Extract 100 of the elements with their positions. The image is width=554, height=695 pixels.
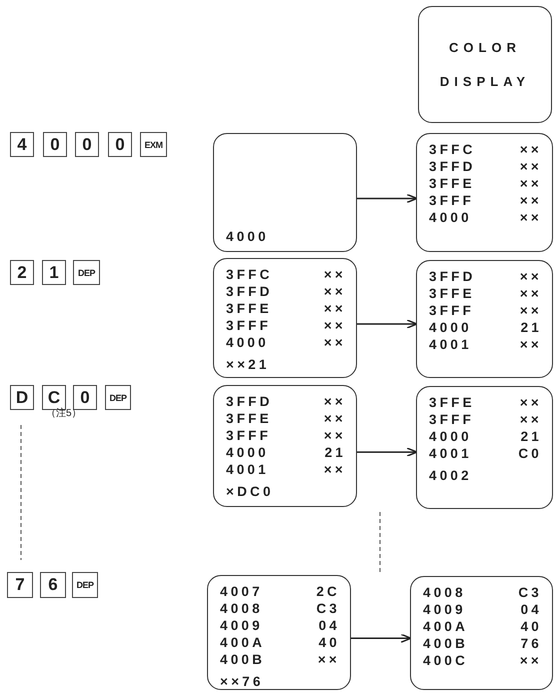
data-value-text: 04 <box>520 602 542 618</box>
address-text: 3FFF <box>429 303 476 319</box>
address-text: 400B <box>423 636 470 652</box>
input-line-text: 4000 <box>226 229 269 245</box>
data-value-text: ×× <box>324 284 346 300</box>
data-value-text: ×× <box>324 267 346 283</box>
address-text: 400A <box>423 619 470 635</box>
address-text: 3FFE <box>429 395 476 411</box>
data-value-text: C0 <box>518 446 542 462</box>
panel-title: COLOR DISPLAY <box>438 38 532 90</box>
data-value-text: ×× <box>520 269 542 285</box>
keypad-key: C <box>42 385 66 410</box>
address-text: 400B <box>220 652 266 668</box>
display-screen <box>207 575 351 690</box>
address-text: 3FFC <box>429 142 477 158</box>
address-text: 3FFF <box>429 412 476 428</box>
data-value-text: ×× <box>520 303 542 319</box>
data-value-text: 40 <box>318 635 340 651</box>
data-value-text: ×× <box>324 411 346 427</box>
keypad-key: DEP <box>72 572 98 598</box>
data-value-text: ×× <box>520 286 542 302</box>
data-value-text: C3 <box>316 601 340 617</box>
data-value-text: 2C <box>316 584 340 600</box>
keypad-key: 2 <box>10 260 34 285</box>
address-text: 3FFD <box>429 159 477 175</box>
address-text: 4001 <box>429 337 473 353</box>
data-value-text: 21 <box>520 320 542 336</box>
data-value-text: ×× <box>520 159 542 175</box>
address-text: 3FFE <box>226 301 273 317</box>
address-text: 4008 <box>220 601 264 617</box>
keypad-key: 0 <box>43 132 67 157</box>
keypad-key: 4 <box>10 132 34 157</box>
data-value-text: ×× <box>518 395 542 411</box>
data-value-text: ×× <box>324 301 346 317</box>
address-text: 400C <box>423 653 470 669</box>
input-line-text: ××76 <box>220 674 265 690</box>
address-text: 3FFF <box>226 318 272 334</box>
data-value-text: C3 <box>518 585 542 601</box>
display-screen <box>416 133 553 252</box>
address-text: 4001 <box>429 446 473 462</box>
keypad-key: 0 <box>73 385 97 410</box>
arrow <box>357 319 418 329</box>
address-text: 3FFE <box>429 286 476 302</box>
address-text: 4000 <box>429 320 473 336</box>
data-value-text: ×× <box>520 210 542 226</box>
data-value-text: ×× <box>324 394 346 410</box>
display-screen <box>410 576 553 690</box>
address-text: 3FFE <box>429 176 476 192</box>
keypad-key: EXM <box>140 132 167 157</box>
keypad-key: 0 <box>108 132 132 157</box>
keypad-key: DEP <box>73 260 100 285</box>
input-line-text: 4002 <box>429 468 473 484</box>
data-value-text: 40 <box>520 619 542 635</box>
display-screen <box>213 133 357 252</box>
address-text: 4000 <box>226 445 270 461</box>
keypad-key: DEP <box>105 385 131 410</box>
display-screen <box>416 260 553 378</box>
address-text: 3FFC <box>226 267 274 283</box>
data-value-text: ×× <box>324 318 346 334</box>
data-value-text: ×× <box>324 462 346 478</box>
address-text: 4007 <box>220 584 264 600</box>
data-value-text: ×× <box>520 337 542 353</box>
input-line-text: ×DC0 <box>226 484 275 500</box>
address-text: 3FFD <box>226 284 274 300</box>
address-text: 3FFD <box>226 394 274 410</box>
display-screen <box>416 386 553 509</box>
display-panel <box>418 6 552 123</box>
data-value-text: ×× <box>518 653 542 669</box>
data-value-text: ×× <box>518 412 542 428</box>
data-value-text: ×× <box>520 176 542 192</box>
keypad-key: 6 <box>40 572 66 598</box>
data-value-text: ×× <box>324 335 346 351</box>
data-value-text: 21 <box>324 445 346 461</box>
address-text: 3FFF <box>226 428 272 444</box>
data-value-text: 21 <box>520 429 542 445</box>
address-text: 4000 <box>429 429 473 445</box>
arrow <box>357 194 418 204</box>
arrow <box>357 447 418 457</box>
address-text: 3FFE <box>226 411 273 427</box>
display-screen <box>213 385 357 507</box>
data-value-text: 04 <box>318 618 340 634</box>
data-value-text: ×× <box>520 193 542 209</box>
keypad-key: 7 <box>7 572 33 598</box>
address-text: 4009 <box>423 602 467 618</box>
keypad-key: 0 <box>75 132 99 157</box>
input-line-text: ××21 <box>226 357 271 373</box>
data-value-text: ×× <box>316 652 340 668</box>
address-text: 3FFD <box>429 269 477 285</box>
address-text: 4000 <box>429 210 473 226</box>
address-text: 4001 <box>226 462 270 478</box>
data-value-text: ×× <box>324 428 346 444</box>
keypad-key: 1 <box>42 260 66 285</box>
data-value-text: 76 <box>520 636 542 652</box>
address-text: 4000 <box>226 335 270 351</box>
address-text: 4008 <box>423 585 467 601</box>
arrow <box>351 634 412 643</box>
keypad-key: D <box>10 385 34 410</box>
display-screen <box>213 258 357 378</box>
address-text: 400A <box>220 635 266 651</box>
address-text: 4009 <box>220 618 264 634</box>
